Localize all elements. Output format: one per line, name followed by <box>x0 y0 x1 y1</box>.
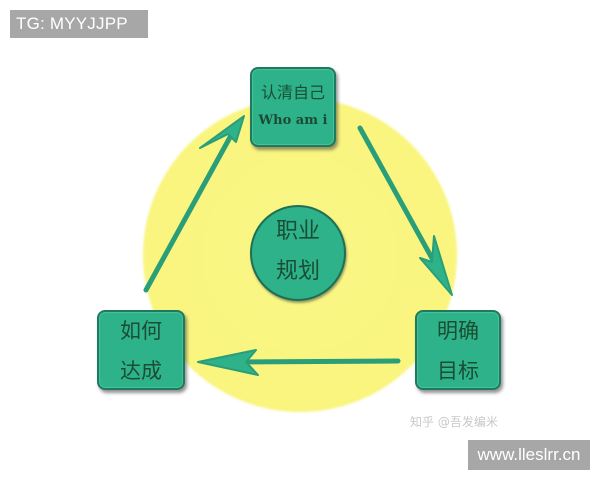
node-top-label: 认清自己 <box>260 83 325 102</box>
node-clear-goals: 明确 目标 <box>415 310 501 390</box>
arrow-right-to-left <box>197 349 401 376</box>
node-top-sublabel: Who am i <box>258 113 328 128</box>
node-right-label-line2: 目标 <box>437 359 479 383</box>
arrow-left-to-top <box>143 115 245 293</box>
node-right-label-line1: 明确 <box>437 319 479 343</box>
center-label-line1: 职业 <box>275 219 320 244</box>
node-left-label-line2: 达成 <box>120 359 162 383</box>
node-how-to-achieve: 如何 达成 <box>97 310 185 390</box>
center-node-career-planning: 职业 规划 <box>250 205 346 301</box>
tag-label: TG: MYYJJPP <box>10 10 148 38</box>
node-know-yourself: 认清自己 Who am i <box>250 67 336 147</box>
arrow-top-to-right <box>357 125 453 296</box>
source-watermark: 知乎 @吾发编米 <box>410 415 498 429</box>
url-label: www.lleslrr.cn <box>468 440 590 470</box>
node-left-label-line1: 如何 <box>120 319 162 343</box>
center-label-line2: 规划 <box>275 259 320 284</box>
